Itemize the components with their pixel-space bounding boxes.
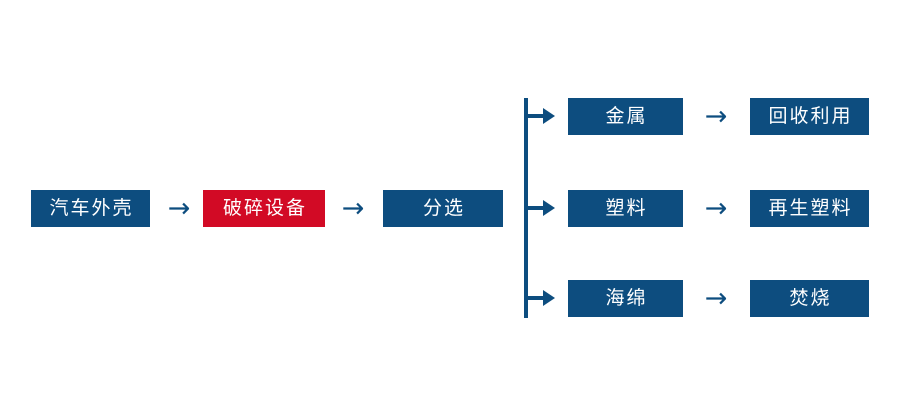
arrow-right-icon-shell-to-shredder: →: [167, 193, 191, 224]
branch-stem-metal: [524, 114, 546, 118]
arrow-right-icon-plastic-to-regenerated: →: [704, 193, 728, 224]
arrow-right-icon-trunk-to-plastic: [543, 200, 555, 216]
node-sponge-destination[interactable]: 焚烧: [750, 280, 869, 317]
node-metal[interactable]: 金属: [568, 98, 683, 135]
node-metal-destination[interactable]: 回收利用: [750, 98, 869, 135]
node-shredder[interactable]: 破碎设备: [203, 190, 325, 227]
node-plastic-destination[interactable]: 再生塑料: [750, 190, 869, 227]
arrow-right-icon-trunk-to-metal: [543, 108, 555, 124]
node-plastic[interactable]: 塑料: [568, 190, 683, 227]
branch-stem-plastic: [524, 206, 546, 210]
arrow-right-icon-metal-to-recycling: →: [704, 101, 728, 132]
arrow-right-icon-shredder-to-sorting: →: [341, 193, 365, 224]
arrow-right-icon-trunk-to-sponge: [543, 290, 555, 306]
arrow-right-icon-sponge-to-incineration: →: [704, 283, 728, 314]
node-sorting[interactable]: 分选: [383, 190, 503, 227]
branch-stem-sponge: [524, 296, 546, 300]
node-sponge[interactable]: 海绵: [568, 280, 683, 317]
node-shell[interactable]: 汽车外壳: [31, 190, 150, 227]
